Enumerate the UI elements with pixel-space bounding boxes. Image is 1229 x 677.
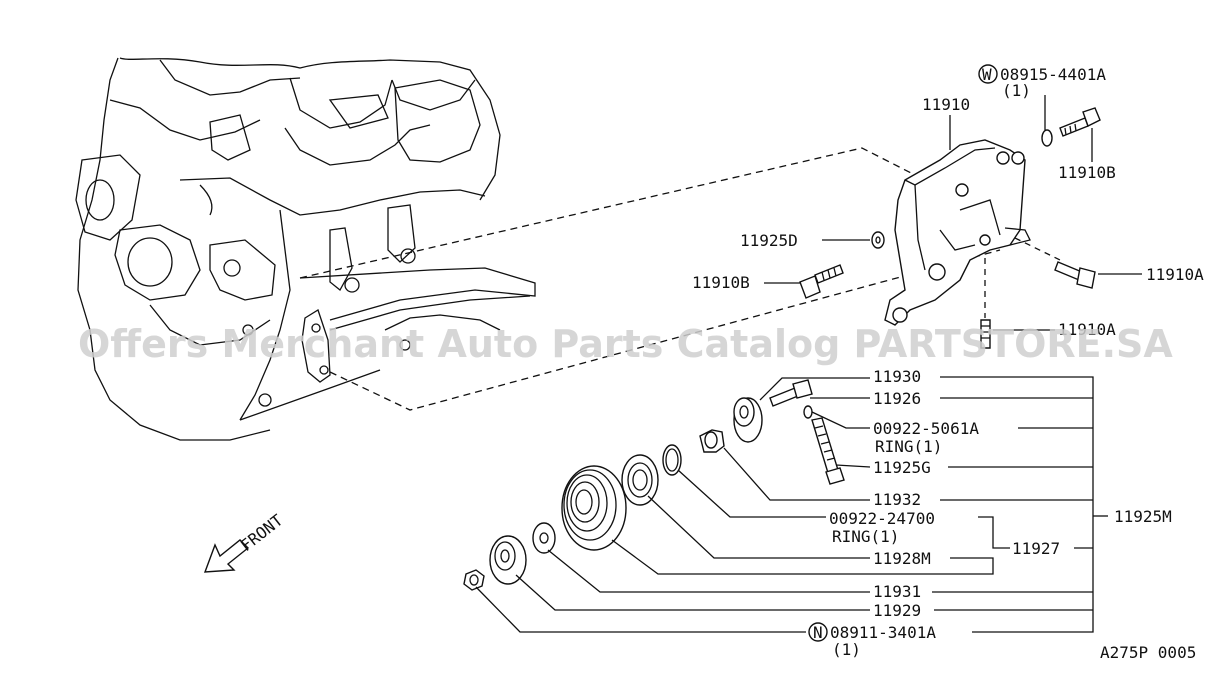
washer-11929-drawing xyxy=(489,535,527,585)
engine-block-drawing xyxy=(75,57,536,441)
nut-marker-letter: N xyxy=(813,623,823,642)
label-11925M[interactable]: 11925M xyxy=(1114,507,1172,526)
label-11910A-right[interactable]: 11910A xyxy=(1146,265,1204,284)
label-11926[interactable]: 11926 xyxy=(873,389,921,408)
spacer-11931-drawing xyxy=(532,522,556,554)
label-08915-4401A[interactable]: 08915-4401A xyxy=(1000,65,1106,84)
leader-lines xyxy=(475,95,1142,633)
bearing-11928M-drawing xyxy=(621,454,659,506)
snap-ring-00922-5061A-drawing xyxy=(803,405,813,419)
label-08911-qty: (1) xyxy=(832,640,861,659)
label-11927[interactable]: 11927 xyxy=(1012,539,1060,558)
label-11931[interactable]: 11931 xyxy=(873,582,921,601)
washer-marker-circle xyxy=(978,64,998,84)
label-11932[interactable]: 11932 xyxy=(873,490,921,509)
label-08911-3401A[interactable]: 08911-3401A xyxy=(830,623,936,642)
nut-marker-circle xyxy=(808,622,828,642)
label-11910[interactable]: 11910 xyxy=(922,95,970,114)
bolt-11910A-lower-drawing xyxy=(980,319,991,349)
label-11925G[interactable]: 11925G xyxy=(873,458,931,477)
spacer-11932-drawing xyxy=(699,429,725,453)
bracket-11910-drawing xyxy=(884,139,1031,326)
label-11928M[interactable]: 11928M xyxy=(873,549,931,568)
diagram-id: A275P 0005 xyxy=(1100,643,1196,662)
watermark-text: Offers Merchant Auto Parts Catalog PARTS… xyxy=(78,322,1173,366)
bolt-11910B-top-drawing xyxy=(1059,107,1101,137)
washer-marker-letter: W xyxy=(982,65,992,84)
label-11910B-top[interactable]: 11910B xyxy=(1058,163,1116,182)
label-08915-qty: (1) xyxy=(1002,81,1031,100)
adjust-bolt-11925G-drawing xyxy=(811,417,845,485)
label-00922-5061A[interactable]: 00922-5061A xyxy=(873,419,979,438)
label-00922-24700[interactable]: 00922-24700 xyxy=(829,509,935,528)
label-11929[interactable]: 11929 xyxy=(873,601,921,620)
pulley-11927-drawing xyxy=(561,465,627,551)
bolt-11910A-right-drawing xyxy=(1054,261,1096,289)
label-ring-a: RING(1) xyxy=(875,437,942,456)
label-11925D[interactable]: 11925D xyxy=(740,231,798,250)
label-11910B-left[interactable]: 11910B xyxy=(692,273,750,292)
front-arrow-icon xyxy=(203,539,250,573)
nut-08911-drawing xyxy=(463,569,485,591)
snap-ring-00922-24700-drawing xyxy=(662,444,682,476)
label-11930[interactable]: 11930 xyxy=(873,367,921,386)
mounting-reference-lines xyxy=(299,147,1061,411)
idler-pulley-11930-drawing xyxy=(733,397,763,443)
washer-11925D-drawing xyxy=(871,231,885,249)
bolt-11926-drawing xyxy=(769,379,813,407)
label-ring-b: RING(1) xyxy=(832,527,899,546)
label-11910A-lower[interactable]: 11910A xyxy=(1058,320,1116,339)
bolt-11910B-left-drawing xyxy=(799,264,844,299)
washer-08915-drawing xyxy=(1041,129,1053,147)
front-label: FRONT xyxy=(237,510,287,555)
